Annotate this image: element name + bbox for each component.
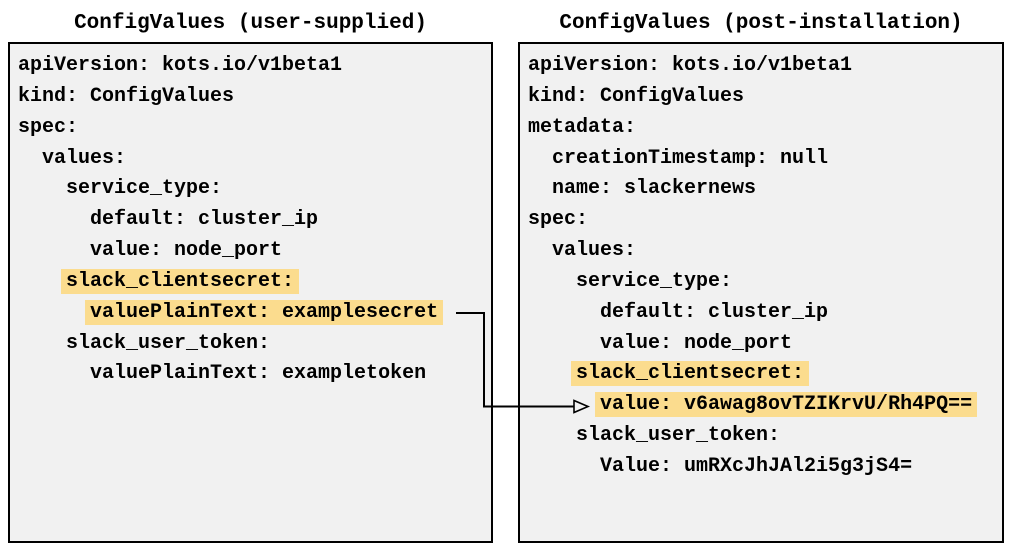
yaml-indent (528, 270, 576, 293)
yaml-line: slack_clientsecret: (18, 267, 491, 298)
yaml-text: service_type: (576, 269, 733, 293)
yaml-text: values: (42, 146, 127, 170)
right-panel-title: ConfigValues (post-installation) (559, 12, 963, 35)
left-panel-title: ConfigValues (user-supplied) (74, 12, 427, 35)
yaml-indent (528, 455, 600, 478)
yaml-indent (528, 393, 600, 416)
yaml-line: metadata: (528, 113, 1002, 144)
yaml-text-highlighted: value: v6awag8ovTZIKrvU/Rh4PQ== (595, 392, 978, 418)
yaml-indent (18, 362, 90, 385)
yaml-line: default: cluster_ip (18, 205, 491, 236)
yaml-text: metadata: (528, 115, 637, 139)
yaml-indent (18, 239, 90, 262)
yaml-line: creationTimestamp: null (528, 144, 1002, 175)
yaml-indent (528, 362, 576, 385)
yaml-line: value: node_port (528, 329, 1002, 360)
yaml-text: valuePlainText: exampletoken (90, 362, 427, 386)
yaml-text-highlighted: valuePlainText: examplesecret (85, 299, 444, 325)
yaml-line: Value: umRXcJhJAl2i5g3jS4= (528, 452, 1002, 483)
yaml-line: valuePlainText: examplesecret (18, 298, 491, 329)
yaml-indent (18, 208, 90, 231)
yaml-line: slack_user_token: (18, 329, 491, 360)
yaml-text: spec: (528, 208, 589, 232)
yaml-line: value: v6awag8ovTZIKrvU/Rh4PQ== (528, 390, 1002, 421)
yaml-code-block: apiVersion: kots.io/v1beta1 kind: Config… (520, 44, 1002, 483)
yaml-text-highlighted: slack_clientsecret: (61, 268, 300, 294)
yaml-line: apiVersion: kots.io/v1beta1 (528, 51, 1002, 82)
yaml-line: apiVersion: kots.io/v1beta1 (18, 51, 491, 82)
yaml-indent (18, 270, 66, 293)
yaml-indent (18, 147, 42, 170)
yaml-text: default: cluster_ip (90, 208, 319, 232)
yaml-line: slack_clientsecret: (528, 359, 1002, 390)
yaml-code-block: apiVersion: kots.io/v1beta1 kind: Config… (10, 44, 491, 390)
yaml-line: spec: (528, 205, 1002, 236)
yaml-text: creationTimestamp: null (552, 146, 829, 170)
yaml-line: kind: ConfigValues (18, 82, 491, 113)
yaml-indent (528, 301, 600, 324)
yaml-text: kind: ConfigValues (18, 84, 235, 108)
yaml-line: values: (18, 144, 491, 175)
yaml-line: service_type: (18, 174, 491, 205)
yaml-text: value: node_port (90, 239, 283, 263)
yaml-text: service_type: (66, 177, 223, 201)
config-panel-post-installation: apiVersion: kots.io/v1beta1 kind: Config… (518, 42, 1004, 543)
yaml-text: default: cluster_ip (600, 300, 829, 324)
yaml-indent (18, 177, 66, 200)
yaml-line: service_type: (528, 267, 1002, 298)
yaml-text: slack_user_token: (66, 331, 271, 355)
yaml-text-highlighted: slack_clientsecret: (571, 361, 810, 387)
yaml-text: Value: umRXcJhJAl2i5g3jS4= (600, 454, 913, 478)
yaml-indent (528, 147, 552, 170)
yaml-text: kind: ConfigValues (528, 84, 745, 108)
yaml-text: value: node_port (600, 331, 793, 355)
yaml-text: apiVersion: kots.io/v1beta1 (18, 54, 343, 77)
yaml-text: name: slackernews (552, 177, 757, 201)
yaml-indent (18, 332, 66, 355)
yaml-line: spec: (18, 113, 491, 144)
yaml-indent (528, 332, 600, 355)
yaml-text: slack_user_token: (576, 424, 781, 448)
yaml-line: valuePlainText: exampletoken (18, 359, 491, 390)
yaml-line: kind: ConfigValues (528, 82, 1002, 113)
yaml-indent (528, 424, 576, 447)
yaml-text: values: (552, 239, 637, 263)
yaml-line: slack_user_token: (528, 421, 1002, 452)
yaml-text: apiVersion: kots.io/v1beta1 (528, 54, 853, 77)
yaml-indent (528, 177, 552, 200)
yaml-indent (18, 301, 90, 324)
yaml-line: value: node_port (18, 236, 491, 267)
config-panel-user-supplied: apiVersion: kots.io/v1beta1 kind: Config… (8, 42, 493, 543)
yaml-indent (528, 239, 552, 262)
yaml-line: values: (528, 236, 1002, 267)
yaml-line: name: slackernews (528, 174, 1002, 205)
yaml-line: default: cluster_ip (528, 298, 1002, 329)
yaml-text: spec: (18, 115, 79, 139)
